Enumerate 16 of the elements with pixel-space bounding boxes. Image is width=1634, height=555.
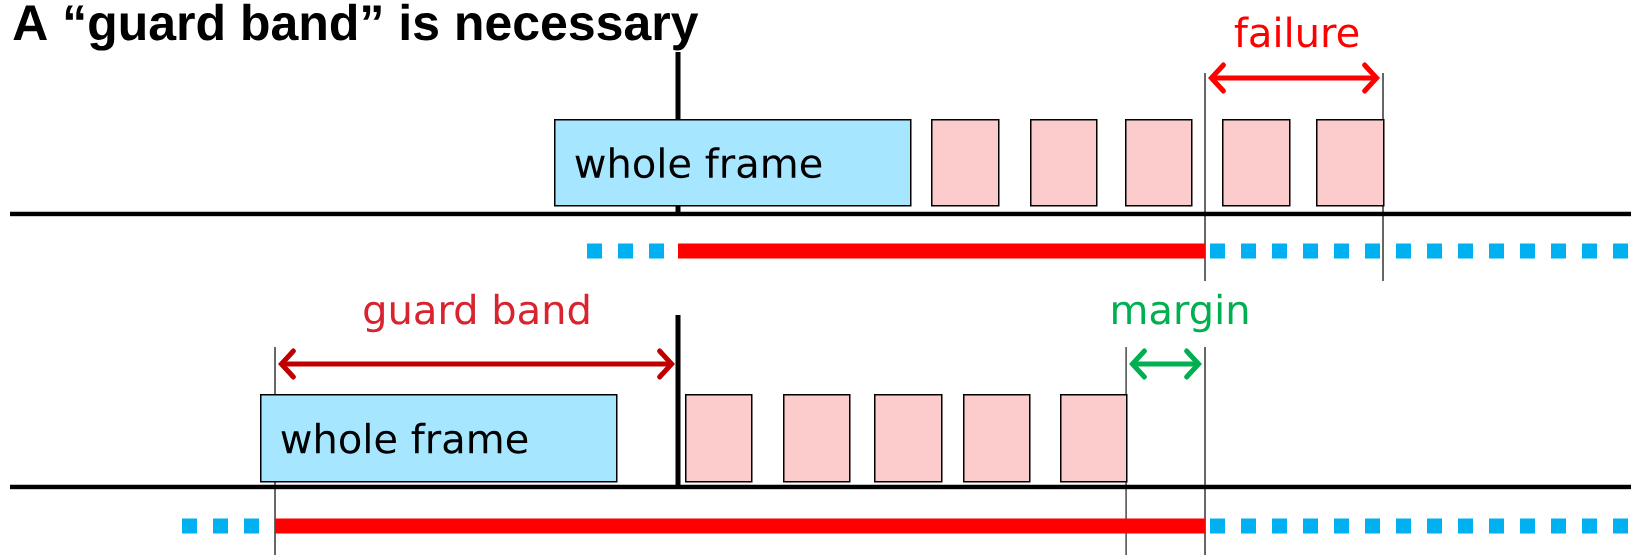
packet-box	[1316, 119, 1385, 207]
frame-box: whole frame	[260, 394, 618, 483]
dimension-label: guard band	[364, 293, 589, 333]
packet-box	[1125, 119, 1193, 207]
packet-box	[963, 394, 1031, 483]
title: A “guard band” is necessary	[13, 3, 699, 51]
frame-box: whole frame	[554, 119, 912, 207]
packet-box	[1030, 119, 1098, 207]
packet-box	[783, 394, 851, 483]
packet-box	[1060, 394, 1128, 483]
packet-box	[931, 119, 1000, 207]
dimension-label: failure	[1234, 16, 1359, 48]
packet-box	[1222, 119, 1291, 207]
dimension-label: margin	[1113, 293, 1248, 333]
packet-box	[874, 394, 943, 483]
packet-box	[685, 394, 753, 483]
